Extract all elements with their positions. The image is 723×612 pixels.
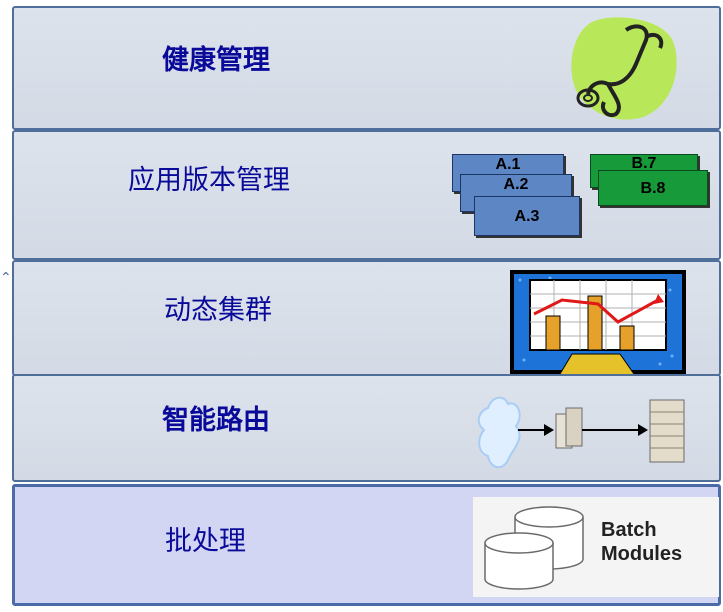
layer-batch-processing: 批处理 Batch Modules (12, 484, 721, 606)
layer-label: 健康管理 (162, 45, 270, 76)
layer-health-management: 健康管理 (12, 6, 721, 130)
batch-caption-line1: Batch (601, 519, 657, 541)
layer-label: 智能路由 (162, 405, 270, 436)
batch-modules-icon: Batch Modules (473, 497, 719, 597)
batch-drums-icon (484, 506, 584, 590)
connector-arrow-icon: ⌃ (0, 270, 12, 286)
layer-label: 批处理 (165, 526, 246, 557)
version-card-a3: A.3 (474, 196, 580, 236)
version-card-b8: B.8 (598, 170, 708, 206)
layer-version-management: 应用版本管理 A.1 A.2 A.3 B.7 B.8 (12, 130, 721, 260)
bar-chart-icon (510, 270, 686, 374)
layer-label: 应用版本管理 (128, 165, 290, 196)
version-cards-icon: A.1 A.2 A.3 B.7 B.8 (452, 154, 712, 244)
capability-stack: 健康管理 应用版本管理 A.1 A.2 A.3 B.7 B.8 动态集群 (12, 6, 721, 606)
layer-dynamic-cluster: 动态集群 (12, 260, 721, 376)
routing-servers-icon (477, 396, 685, 469)
layer-smart-routing: 智能路由 (12, 374, 721, 482)
batch-caption-line2: Modules (601, 543, 683, 565)
layer-label: 动态集群 (164, 295, 272, 326)
stethoscope-icon (571, 17, 677, 120)
